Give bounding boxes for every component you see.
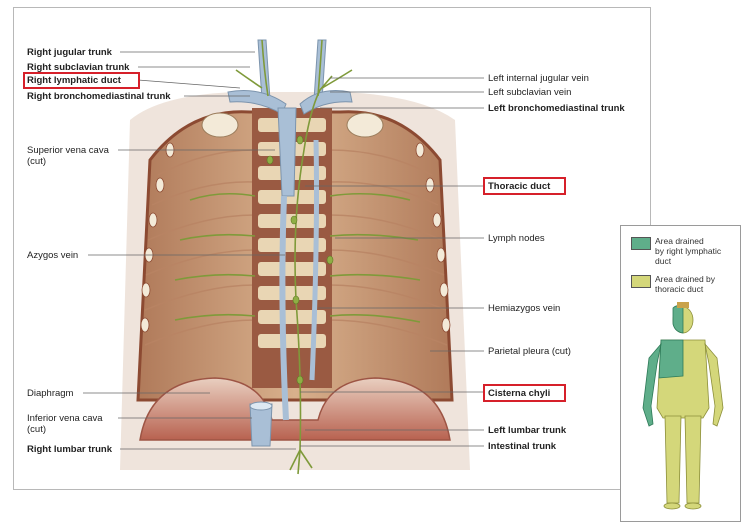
label-right-jugular-trunk: Right jugular trunk xyxy=(27,47,112,58)
label-left-subclavian-vein: Left subclavian vein xyxy=(488,87,572,98)
highlight-cisterna-chyli xyxy=(483,384,566,402)
label-intestinal-trunk: Intestinal trunk xyxy=(488,441,557,452)
label-superior-vena-cava: Superior vena cava xyxy=(27,145,109,156)
label-hemiazygos-vein: Hemiazygos vein xyxy=(488,303,561,314)
highlight-thoracic-duct xyxy=(483,177,566,195)
highlight-right-lymphatic-duct xyxy=(23,72,140,89)
label-diaphragm: Diaphragm xyxy=(27,388,74,399)
label-right-lymphatic-duct: Right lymphatic duct xyxy=(27,75,121,86)
swatch-thoracic xyxy=(631,275,651,288)
label-right-bronchomediastinal-trunk: Right bronchomediastinal trunk xyxy=(27,91,171,102)
label-thoracic-duct: Thoracic duct xyxy=(488,181,551,192)
swatch-right-lymphatic xyxy=(631,237,651,250)
label-left-bronchomediastinal-trunk: Left bronchomediastinal trunk xyxy=(488,103,625,114)
label-parietal-pleura: Parietal pleura (cut) xyxy=(488,346,571,357)
label-inferior-vena-cava: Inferior vena cava xyxy=(27,413,103,424)
label-right-subclavian-trunk: Right subclavian trunk xyxy=(27,62,130,73)
label-left-lumbar-trunk: Left lumbar trunk xyxy=(488,425,567,436)
label-azygos-vein: Azygos vein xyxy=(27,250,79,261)
diaphragm xyxy=(139,377,451,441)
legend-item-thoracic: Area drained by thoracic duct xyxy=(655,274,716,294)
thoracic-duct-line xyxy=(294,75,333,451)
label-inferior-vena-cava-note: (cut) xyxy=(27,424,46,435)
label-cisterna-chyli: Cisterna chyli xyxy=(488,388,551,399)
body-drainage-figure xyxy=(642,302,724,510)
label-left-internal-jugular-vein: Left internal jugular vein xyxy=(488,73,589,84)
drainage-legend: Area drained by right lymphatic duct Are… xyxy=(620,225,741,522)
label-lymph-nodes: Lymph nodes xyxy=(488,233,545,244)
label-superior-vena-cava-note: (cut) xyxy=(27,156,46,167)
label-right-lumbar-trunk: Right lumbar trunk xyxy=(27,444,112,455)
legend-item-right-lymphatic: Area drained by right lymphatic duct xyxy=(655,236,722,266)
